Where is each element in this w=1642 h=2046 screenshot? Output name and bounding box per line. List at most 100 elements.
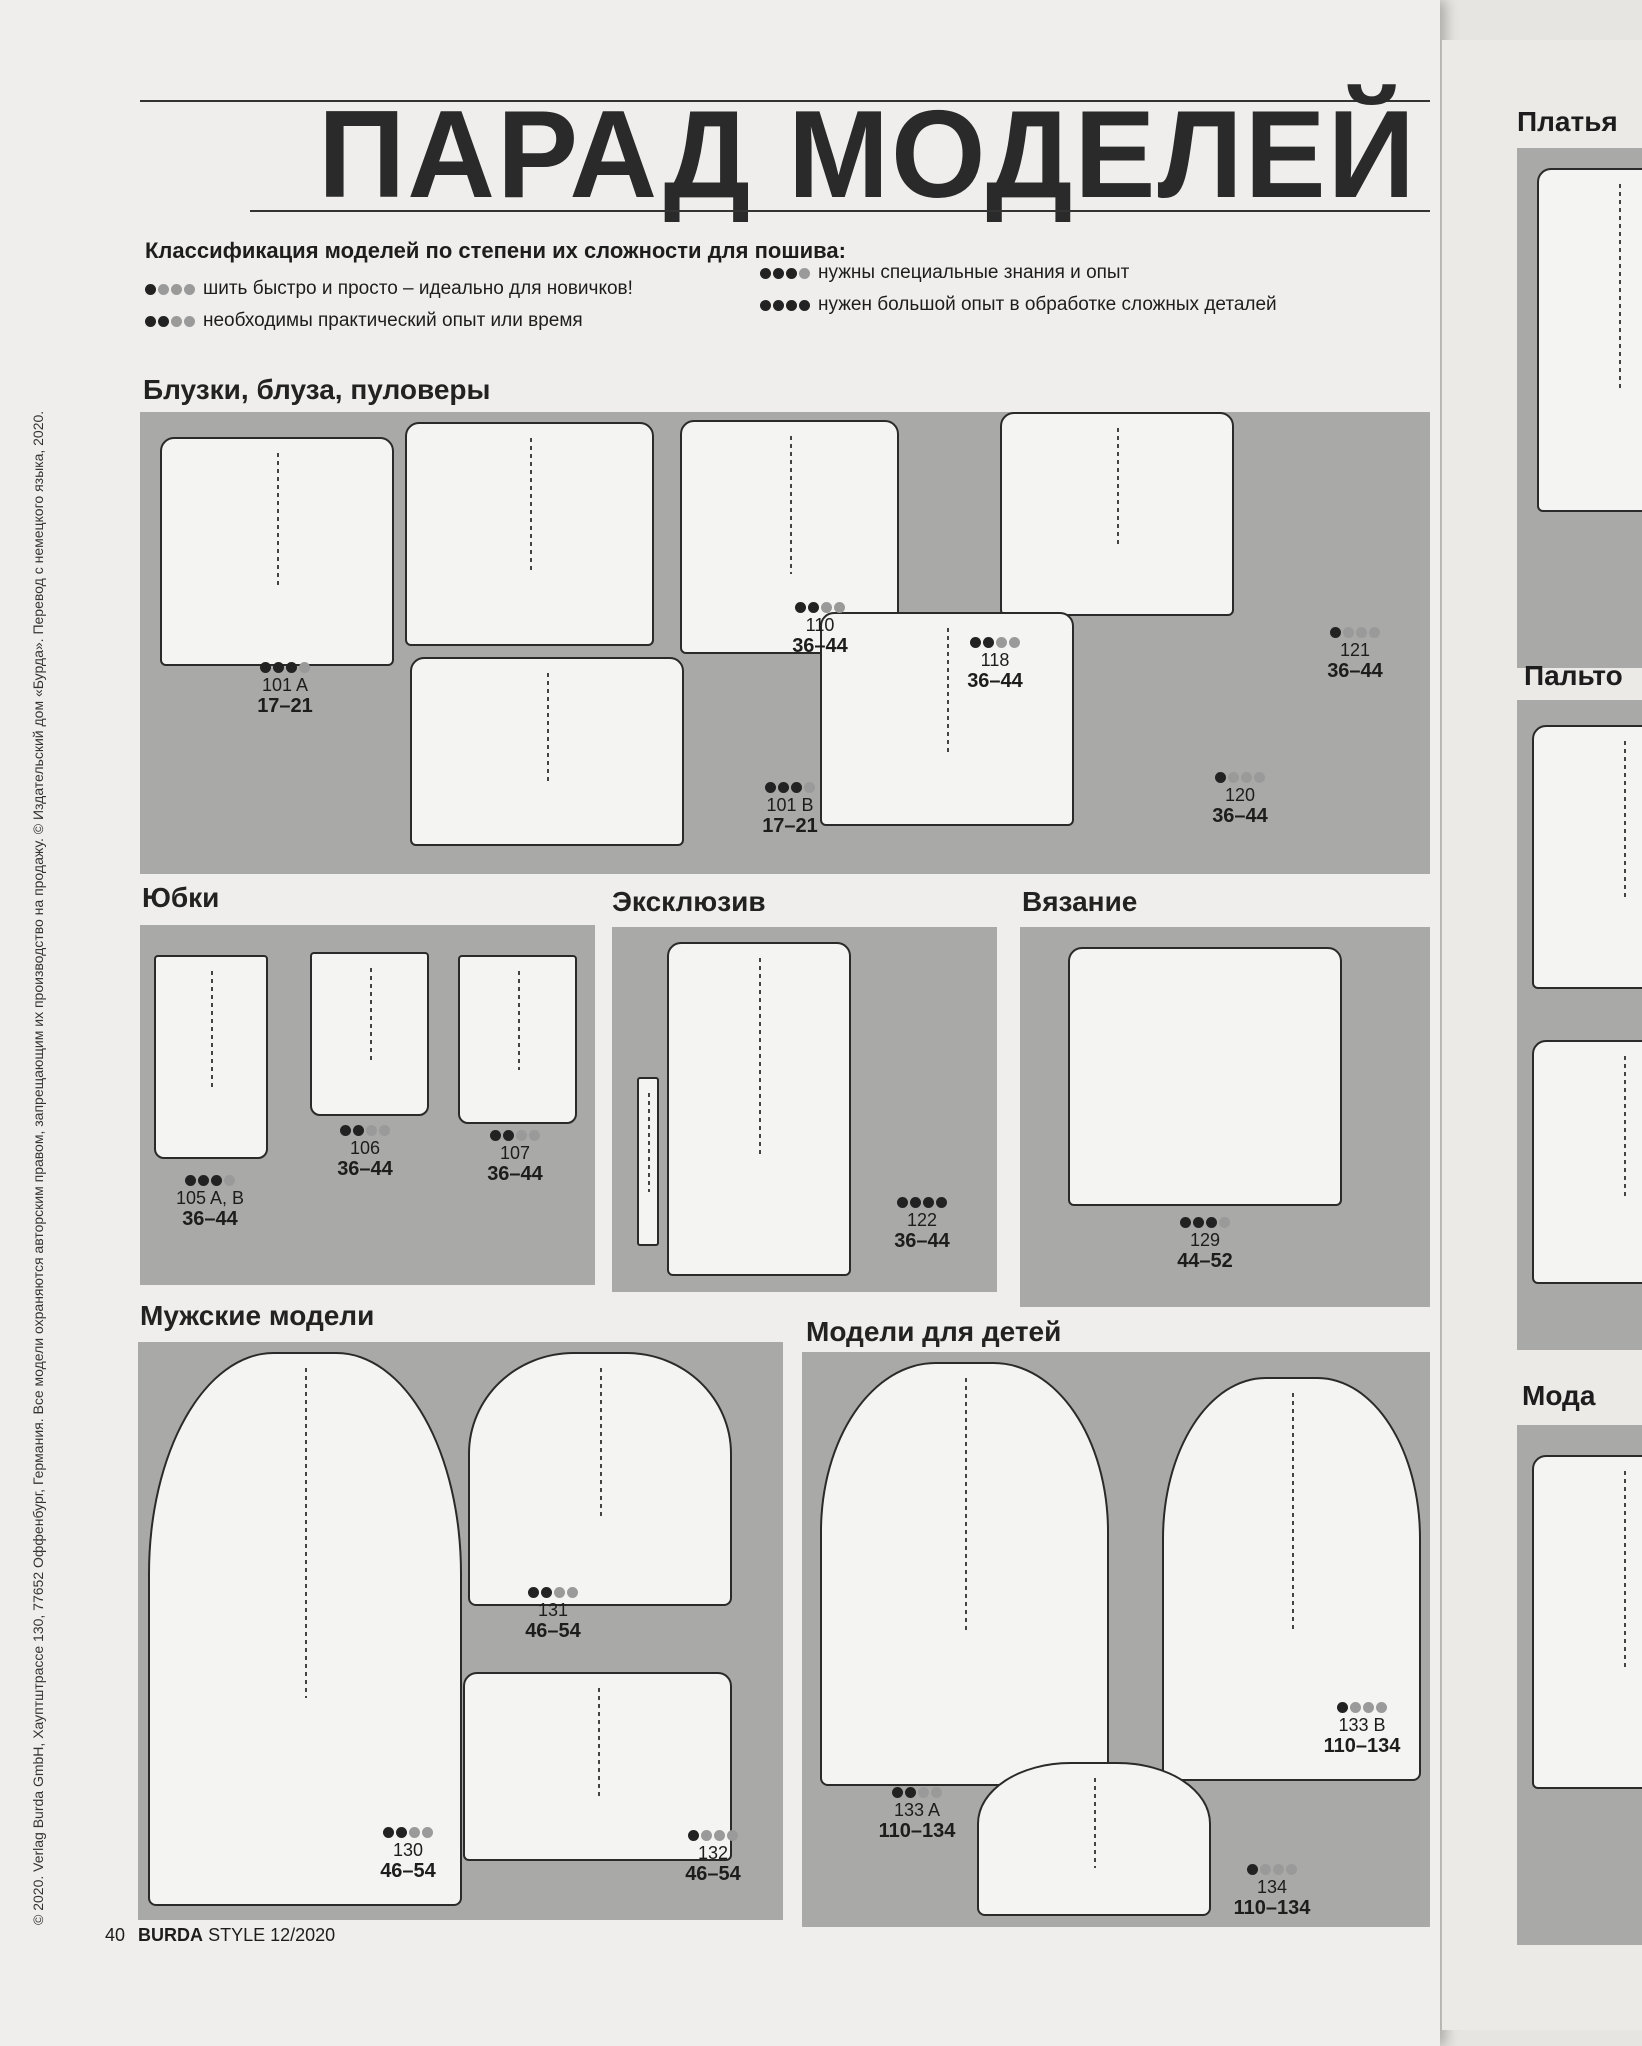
- model-label-110: 110 36–44: [765, 602, 875, 657]
- next-section-coats: Пальто: [1524, 660, 1623, 691]
- sketch-skirt-107: [458, 955, 577, 1124]
- difficulty-dots: [230, 662, 340, 673]
- brand-name: BURDA: [138, 1925, 204, 1945]
- section-title-exclusive: Эксклюзив: [612, 886, 766, 917]
- sketch-skirt-105: [154, 955, 268, 1159]
- difficulty-dots: [1300, 627, 1410, 638]
- model-number: 122: [906, 1210, 938, 1230]
- next-section-fashion: Мода: [1522, 1380, 1596, 1411]
- model-size: 46–54: [685, 1863, 741, 1885]
- classification-title: Классификация моделей по степени их слож…: [145, 238, 846, 263]
- next-panel-coats: 3: [1517, 700, 1642, 1350]
- model-label-120: 120 36–44: [1185, 772, 1295, 827]
- model-size: 36–44: [182, 1208, 238, 1230]
- sketch-hoodie-131: [468, 1352, 732, 1606]
- legend-level-1: шить быстро и просто – идеально для нови…: [145, 278, 633, 300]
- difficulty-dots: [765, 602, 875, 613]
- model-number: 130: [392, 1840, 424, 1860]
- sketch-jumpsuit-130: [148, 1352, 462, 1906]
- issue-label: STYLE 12/2020: [208, 1925, 336, 1945]
- model-number: 110: [805, 615, 835, 635]
- next-panel-dresses: 1: [1517, 148, 1642, 668]
- panel-skirts: 105 A, B 36–44 106 36–44 107 36–44: [140, 925, 595, 1285]
- copyright-sidebar: © 2020. Verlag Burda GmbH, Хауптштрассе …: [30, 410, 46, 1925]
- sketch-jumpsuit-133b: [1162, 1377, 1421, 1781]
- sketch-dress-122: [667, 942, 851, 1276]
- legend-text: нужен большой опыт в обработке сложных д…: [818, 294, 1277, 315]
- model-number: 101 A: [261, 675, 309, 695]
- model-number: 107: [499, 1143, 531, 1163]
- difficulty-dots: [735, 782, 845, 793]
- legend-text: шить быстро и просто – идеально для нови…: [203, 278, 633, 299]
- next-section-dresses: Платья: [1517, 106, 1618, 137]
- model-size: 36–44: [1327, 660, 1383, 682]
- legend-level-4: нужен большой опыт в обработке сложных д…: [760, 294, 1277, 316]
- magazine-page-right: Платья 1 Пальто 3 Мода 3: [1442, 40, 1642, 2030]
- model-label-105: 105 A, B 36–44: [155, 1175, 265, 1230]
- section-title-blouses: Блузки, блуза, пуловеры: [143, 374, 491, 405]
- difficulty-dots: [1150, 1217, 1260, 1228]
- model-label-118: 118 36–44: [940, 637, 1050, 692]
- model-number: 105 A, B: [175, 1188, 245, 1208]
- model-size: 46–54: [525, 1620, 581, 1642]
- panel-blouses: 101 A 17–21 101 B 17–21 110 36–44 118 36…: [140, 412, 1430, 874]
- sketch-dress-partial: [1537, 168, 1642, 512]
- model-label-101b: 101 B 17–21: [735, 782, 845, 837]
- sketch-jacket-partial: [1532, 1040, 1642, 1284]
- model-size: 46–54: [380, 1860, 436, 1882]
- legend-text: необходимы практический опыт или время: [203, 310, 583, 331]
- difficulty-dots: [145, 283, 195, 295]
- sketch-pullover-120: [820, 612, 1074, 826]
- page-footer: 40 BURDA STYLE 12/2020: [105, 1925, 335, 1946]
- difficulty-dots: [145, 315, 195, 327]
- model-size: 36–44: [487, 1163, 543, 1185]
- model-size: 110–134: [1323, 1735, 1401, 1757]
- model-size: 36–44: [967, 670, 1023, 692]
- sketch-jumpsuit-133a: [820, 1362, 1109, 1786]
- model-label-107: 107 36–44: [460, 1130, 570, 1185]
- difficulty-dots: [760, 299, 810, 311]
- panel-exclusive: 122 36–44: [612, 927, 997, 1292]
- difficulty-dots: [1217, 1864, 1327, 1875]
- difficulty-dots: [862, 1787, 972, 1798]
- model-number: 133 B: [1338, 1715, 1386, 1735]
- sketch-skirt-106: [310, 952, 429, 1116]
- difficulty-dots: [940, 637, 1050, 648]
- model-label-131: 131 46–54: [498, 1587, 608, 1642]
- model-label-133a: 133 A 110–134: [862, 1787, 972, 1842]
- sketch-top-partial: [1532, 1455, 1642, 1789]
- section-title-skirts: Юбки: [142, 882, 220, 913]
- difficulty-dots: [353, 1827, 463, 1838]
- model-number: 134: [1256, 1877, 1288, 1897]
- title-rule-top: [140, 100, 1430, 102]
- model-label-121: 121 36–44: [1300, 627, 1410, 682]
- model-label-122: 122 36–44: [867, 1197, 977, 1252]
- model-size: 36–44: [792, 635, 848, 657]
- model-size: 44–52: [1177, 1250, 1233, 1272]
- sketch-top-121: [1000, 412, 1234, 616]
- panel-men: 131 46–54 130 46–54 132 46–54: [138, 1342, 783, 1920]
- sketch-sweater-129: [1068, 947, 1342, 1206]
- model-label-130: 130 46–54: [353, 1827, 463, 1882]
- page-number: 40: [105, 1925, 126, 1945]
- difficulty-dots: [498, 1587, 608, 1598]
- model-size: 36–44: [1212, 805, 1268, 827]
- panel-knitting: 129 44–52: [1020, 927, 1430, 1307]
- next-panel-fashion: 3: [1517, 1425, 1642, 1945]
- panel-kids: 133 A 110–134 133 B 110–134 134 110–134: [802, 1352, 1430, 1927]
- model-size: 36–44: [337, 1158, 393, 1180]
- sketch-coat-partial: [1532, 725, 1642, 989]
- model-label-133b: 133 B 110–134: [1307, 1702, 1417, 1757]
- difficulty-dots: [658, 1830, 768, 1841]
- sketch-belt: [637, 1077, 659, 1246]
- model-number: 121: [1339, 640, 1371, 660]
- sketch-hoodie-134: [977, 1762, 1211, 1916]
- difficulty-dots: [310, 1125, 420, 1136]
- model-number: 131: [537, 1600, 569, 1620]
- model-number: 118: [980, 650, 1010, 670]
- model-size: 17–21: [257, 695, 313, 717]
- model-number: 101 B: [766, 795, 814, 815]
- title-rule-bottom: [250, 210, 1430, 212]
- section-title-kids: Модели для детей: [806, 1316, 1062, 1347]
- legend-text: нужны специальные знания и опыт: [818, 262, 1130, 283]
